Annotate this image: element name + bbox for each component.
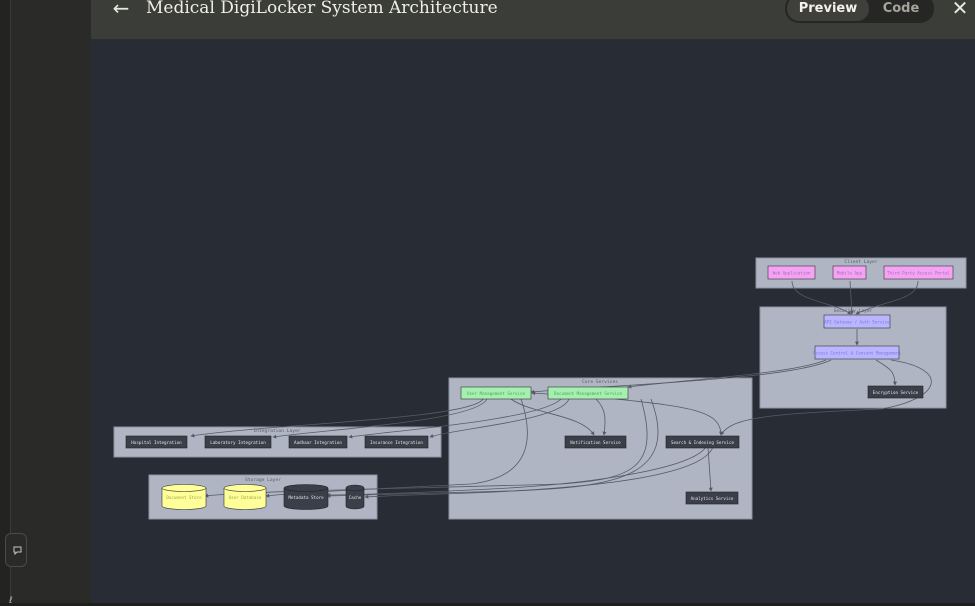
architecture-diagram: Client Layer Security Layer Core Service…: [113, 257, 967, 520]
artifact-panel: ← Medical DigiLocker System Architecture…: [91, 0, 975, 603]
preview-tab[interactable]: Preview: [787, 0, 869, 21]
node-laboratory-integration: Laboratory Integration: [204, 435, 272, 449]
code-tab[interactable]: Code: [882, 1, 920, 16]
svg-text:Analytics Service: Analytics Service: [691, 496, 734, 501]
edge-access-to-search: [720, 359, 932, 436]
close-icon[interactable]: ✕: [951, 0, 969, 20]
svg-text:Search & Indexing Service: Search & Indexing Service: [671, 440, 735, 445]
svg-text:Access Control & Consent Manag: Access Control & Consent Management: [813, 351, 902, 356]
edge-usermgmt-to-laboratory: [272, 398, 488, 439]
group-client-label: Client Layer: [844, 259, 877, 265]
artifact-header: ← Medical DigiLocker System Architecture…: [91, 0, 975, 39]
svg-text:Third Party Access Portal: Third Party Access Portal: [887, 271, 951, 276]
group-storage-label: Storage Layer: [245, 477, 281, 483]
edge-search-to-metadata: [326, 446, 707, 497]
left-rail: [0, 0, 11, 603]
svg-text:Encryption Service: Encryption Service: [873, 390, 919, 395]
node-api-gateway: API Gateway / Auth Service: [823, 314, 891, 329]
edge-docmgmt-to-aadhaar: [348, 398, 562, 439]
node-hospital-integration: Hospital Integration: [125, 435, 188, 449]
node-document-store: Document Store: [161, 484, 207, 510]
svg-text:Insurance Integration: Insurance Integration: [370, 440, 423, 445]
edge-access-to-encryption: [875, 359, 897, 386]
svg-text:Document Store: Document Store: [166, 495, 202, 500]
edge-usermgmt-to-hospital: [190, 398, 484, 438]
edge-mobile-to-gateway: [849, 280, 854, 315]
node-user-management: User Management Service: [460, 386, 532, 400]
node-aadhaar-integration: Aadhaar Integration: [288, 435, 348, 449]
svg-text:Mobile App: Mobile App: [837, 271, 863, 276]
svg-text:Metadata Store: Metadata Store: [288, 495, 324, 500]
node-search-indexing: Search & Indexing Service: [665, 435, 740, 449]
node-mobile-app: Mobile App: [832, 265, 867, 280]
edge-usermgmt-to-notification: [510, 398, 595, 436]
svg-text:Web Application: Web Application: [773, 271, 811, 276]
sidebar-bottom-glyph: ℓ: [9, 596, 13, 606]
svg-text:Hospital Integration: Hospital Integration: [131, 440, 182, 445]
edge-docmgmt-to-insurance: [429, 398, 570, 438]
arrow-left-icon[interactable]: ←: [112, 0, 130, 20]
edge-portal-to-gateway: [855, 280, 919, 315]
view-toggle: Preview Code: [785, 0, 934, 23]
svg-text:Document Management Service: Document Management Service: [554, 391, 623, 396]
edge-search-to-cache: [364, 446, 714, 499]
node-web-application: Web Application: [767, 265, 816, 280]
node-encryption-service: Encryption Service: [867, 385, 924, 399]
svg-text:API Gateway / Auth Service: API Gateway / Auth Service: [824, 320, 890, 325]
edge-docmgmt-to-search: [615, 398, 723, 436]
svg-text:Cache: Cache: [349, 495, 362, 500]
group-integration-label: Integration Layer: [253, 428, 300, 434]
svg-text:Aadhaar Integration: Aadhaar Integration: [294, 440, 342, 445]
svg-text:User Management Service: User Management Service: [467, 391, 525, 396]
node-access-control: Access Control & Consent Management: [813, 345, 902, 360]
node-cache: Cache: [345, 484, 365, 510]
node-third-party-portal: Third Party Access Portal: [883, 265, 954, 280]
edge-search-to-analytics: [707, 446, 713, 492]
svg-text:Laboratory Integration: Laboratory Integration: [210, 440, 266, 445]
artifact-title: Medical DigiLocker System Architecture: [146, 0, 498, 18]
edge-docmgmt-to-usermgmt: [531, 391, 549, 396]
svg-text:User Database: User Database: [229, 495, 262, 500]
node-analytics-service: Analytics Service: [685, 491, 739, 505]
node-metadata-store: Metadata Store: [283, 484, 329, 510]
speech-bubble-icon[interactable]: [5, 533, 27, 567]
svg-text:Notification Service: Notification Service: [570, 440, 621, 445]
sidebar: ℓ: [5, 0, 91, 606]
node-user-database: User Database: [223, 484, 267, 510]
edge-web-to-gateway: [791, 280, 852, 315]
group-core-label: Core Services: [582, 379, 618, 385]
node-notification-service: Notification Service: [564, 435, 627, 449]
edge-access-to-docmgmt: [627, 359, 827, 389]
edge-docmgmt-to-notification: [595, 398, 607, 436]
node-insurance-integration: Insurance Integration: [364, 435, 429, 449]
node-document-management: Document Management Service: [547, 386, 629, 400]
